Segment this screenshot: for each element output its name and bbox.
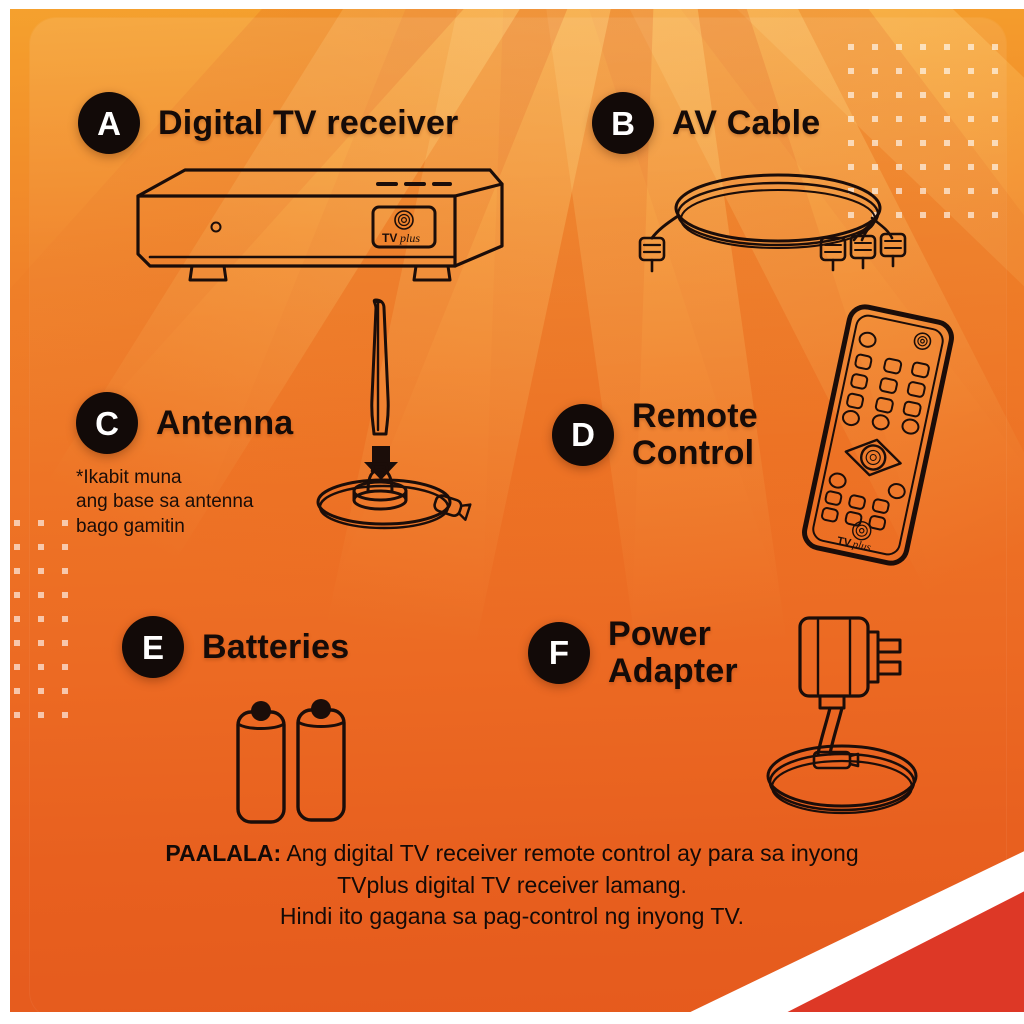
- item-e-batteries: E Batteries: [122, 616, 366, 834]
- item-e-title: Batteries: [202, 627, 350, 666]
- power-adapter-icon: [766, 616, 918, 815]
- footer-note: PAALALA: Ang digital TV receiver remote …: [0, 838, 1024, 933]
- item-e-letter-badge: E: [122, 616, 184, 678]
- item-c-note: *Ikabit muna ang base sa antenna bago ga…: [76, 467, 254, 537]
- receiver-logo-tv: TV: [382, 231, 397, 245]
- item-b-header: B AV Cable: [592, 92, 926, 154]
- item-c-header: C Antenna: [76, 392, 293, 454]
- footer-line-1-text: Ang digital TV receiver remote control a…: [281, 840, 859, 866]
- remote-control-icon: TV plus: [802, 304, 954, 566]
- item-d-title: Remote Control: [632, 397, 758, 472]
- item-b-title: AV Cable: [672, 103, 821, 142]
- item-f-letter-badge: F: [528, 621, 590, 684]
- remote-logo-tv: TV: [836, 535, 853, 550]
- item-d-remote-control: D Remote Control: [552, 398, 758, 471]
- item-b-letter-badge: B: [592, 92, 654, 154]
- item-f-power-adapter: F Power Adapter: [528, 616, 738, 689]
- bottom-edge: [0, 1012, 1024, 1024]
- footer-line-1: PAALALA: Ang digital TV receiver remote …: [0, 838, 1024, 870]
- dot-grid-left: [14, 520, 86, 736]
- receiver-logo-plus: plus: [399, 231, 420, 245]
- item-e-header: E Batteries: [122, 616, 366, 678]
- item-f-title: Power Adapter: [608, 615, 738, 690]
- footer-line-3: Hindi ito gagana sa pag-control ng inyon…: [279, 903, 745, 930]
- item-c-antenna: C Antenna *Ikabit muna ang base sa anten…: [76, 392, 293, 539]
- item-c-title: Antenna: [156, 403, 294, 442]
- item-a-digital-tv-receiver: A Digital TV receiver TV plus: [78, 92, 510, 287]
- left-edge: [0, 0, 10, 1024]
- item-a-title: Digital TV receiver: [158, 103, 459, 142]
- item-b-av-cable: B AV Cable: [592, 92, 926, 283]
- antenna-icon: [316, 298, 472, 530]
- footer-line-2: TVplus digital TV receiver lamang.: [337, 871, 687, 898]
- item-c-letter-badge: C: [76, 392, 138, 454]
- item-f-header: F Power Adapter: [528, 616, 738, 689]
- footer-label: PAALALA:: [165, 840, 282, 866]
- item-a-letter-badge: A: [78, 92, 140, 154]
- av-cable-icon: [638, 173, 907, 273]
- top-edge: [0, 0, 1024, 9]
- remote-logo-plus: plus: [851, 538, 872, 554]
- poster-card: [30, 18, 1006, 1018]
- item-d-header: D Remote Control: [552, 398, 758, 471]
- item-d-letter-badge: D: [552, 403, 614, 466]
- batteries-icon: [236, 699, 346, 824]
- item-a-header: A Digital TV receiver: [78, 92, 510, 154]
- digital-tv-receiver-icon: TV plus: [136, 168, 504, 282]
